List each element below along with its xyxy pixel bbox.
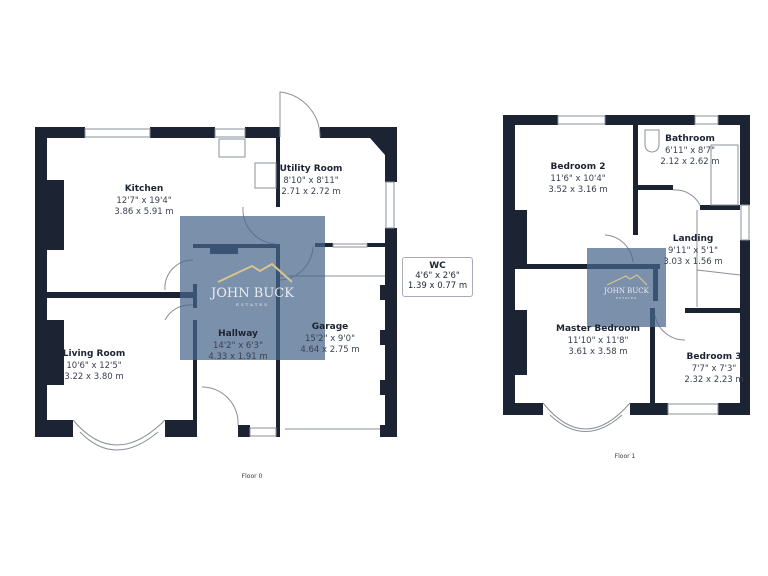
room-landing: Landing 9'11" x 5'1" 3.03 x 1.56 m bbox=[663, 234, 722, 268]
room-living: Living Room 10'6" x 12'5" 3.22 x 3.80 m bbox=[63, 349, 125, 383]
room-imperial: 14'2" x 6'3" bbox=[213, 341, 263, 351]
room-metric: 3.22 x 3.80 m bbox=[64, 372, 124, 382]
room-metric: 3.03 x 1.56 m bbox=[663, 257, 723, 267]
room-imperial: 4'6" x 2'6" bbox=[415, 271, 460, 281]
room-name: Landing bbox=[672, 234, 714, 244]
room-imperial: 11'6" x 10'4" bbox=[550, 174, 606, 184]
room-metric: 4.33 x 1.91 m bbox=[208, 352, 268, 362]
room-name: Kitchen bbox=[124, 184, 164, 194]
watermark-brand: JOHN BUCK bbox=[604, 287, 649, 295]
room-garage: Garage 15'2" x 9'0" 4.64 x 2.75 m bbox=[300, 322, 359, 356]
room-metric: 1.39 x 0.77 m bbox=[407, 281, 468, 291]
watermark-sub: ESTATES bbox=[235, 302, 270, 307]
room-metric: 3.86 x 5.91 m bbox=[114, 207, 174, 217]
room-imperial: 8'10" x 8'11" bbox=[283, 176, 339, 186]
room-wc-callout: WC 4'6" x 2'6" 1.39 x 0.77 m bbox=[402, 257, 473, 297]
room-hallway: Hallway 14'2" x 6'3" 4.33 x 1.91 m bbox=[208, 329, 267, 363]
watermark-logo-floor-1: JOHN BUCK ESTATES bbox=[587, 248, 666, 327]
room-bathroom: Bathroom 6'11" x 8'7" 2.12 x 2.62 m bbox=[660, 134, 719, 168]
floor-0-label: Floor 0 bbox=[241, 473, 263, 480]
room-name: Utility Room bbox=[279, 164, 343, 174]
room-name: Bedroom 3 bbox=[686, 352, 742, 362]
watermark-logo-floor-0: JOHN BUCK ESTATES bbox=[180, 216, 325, 360]
room-name: WC bbox=[429, 261, 446, 271]
room-imperial: 11'10" x 11'8" bbox=[567, 336, 629, 346]
room-name: Bathroom bbox=[665, 134, 715, 144]
room-metric: 2.32 x 2.23 m bbox=[684, 375, 744, 385]
room-imperial: 9'11" x 5'1" bbox=[668, 246, 718, 256]
room-metric: 2.71 x 2.72 m bbox=[281, 187, 341, 197]
room-master-bedroom: Master Bedroom 11'10" x 11'8" 3.61 x 3.5… bbox=[556, 324, 640, 358]
room-metric: 3.61 x 3.58 m bbox=[568, 347, 628, 357]
floor-1-label: Floor 1 bbox=[614, 453, 636, 460]
room-metric: 4.64 x 2.75 m bbox=[300, 345, 360, 355]
room-imperial: 6'11" x 8'7" bbox=[665, 146, 715, 156]
room-name: Garage bbox=[311, 322, 349, 332]
room-metric: 3.52 x 3.16 m bbox=[548, 185, 608, 195]
room-name: Hallway bbox=[218, 329, 258, 339]
room-bedroom-3: Bedroom 3 7'7" x 7'3" 2.32 x 2.23 m bbox=[684, 352, 743, 386]
room-metric: 2.12 x 2.62 m bbox=[660, 157, 720, 167]
watermark-brand: JOHN BUCK bbox=[211, 286, 294, 301]
room-name: Bedroom 2 bbox=[550, 162, 606, 172]
watermark-sub: ESTATES bbox=[615, 296, 638, 300]
room-imperial: 10'6" x 12'5" bbox=[66, 361, 122, 371]
room-imperial: 15'2" x 9'0" bbox=[305, 334, 355, 344]
roof-logo-icon bbox=[217, 262, 293, 283]
roof-logo-icon bbox=[606, 274, 648, 286]
room-name: Living Room bbox=[62, 349, 126, 359]
room-imperial: 7'7" x 7'3" bbox=[691, 364, 737, 374]
room-utility: Utility Room 8'10" x 8'11" 2.71 x 2.72 m bbox=[280, 164, 343, 198]
room-name: Master Bedroom bbox=[556, 324, 640, 334]
room-bedroom-2: Bedroom 2 11'6" x 10'4" 3.52 x 3.16 m bbox=[548, 162, 607, 196]
room-kitchen: Kitchen 12'7" x 19'4" 3.86 x 5.91 m bbox=[114, 184, 173, 218]
room-imperial: 12'7" x 19'4" bbox=[116, 196, 172, 206]
